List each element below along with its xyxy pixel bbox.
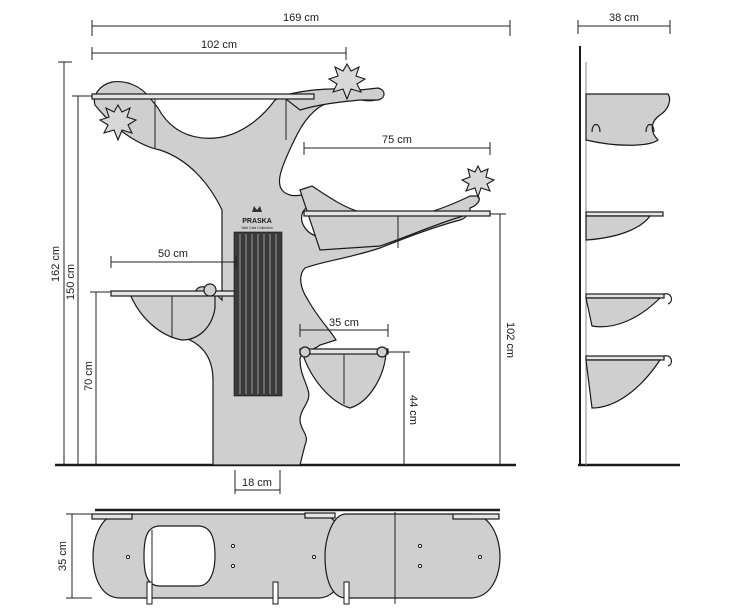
dim-label: 102 cm xyxy=(504,322,516,358)
plan-left-platform xyxy=(92,513,346,599)
dim-mid-right-shelf-width: 75 cm xyxy=(303,134,491,155)
dim-label: 44 cm xyxy=(407,395,419,425)
dim-left-shelf-width: 50 cm xyxy=(110,248,237,268)
brand-tagline: Wild Cats Collection xyxy=(241,226,272,230)
plan-screw-hole xyxy=(230,543,236,549)
plan-post xyxy=(343,581,350,605)
dim-label: 38 cm xyxy=(609,12,639,24)
side-handle xyxy=(645,123,655,133)
side-bottom-bracket xyxy=(585,359,662,409)
brand-logo: PRASKA Wild Cats Collection xyxy=(241,206,273,230)
dim-label: 162 cm xyxy=(50,246,62,282)
dim-height-44: 44 cm xyxy=(388,351,419,465)
dim-base-depth: 35 cm xyxy=(57,513,92,599)
dim-label: 75 cm xyxy=(382,134,412,146)
plan-screw-hole xyxy=(125,554,131,560)
plan-pad xyxy=(304,512,336,519)
plan-screw-hole xyxy=(230,563,236,569)
side-lower-bracket xyxy=(585,297,662,328)
top-shelf xyxy=(91,93,315,100)
plan-entry-hole xyxy=(143,525,216,587)
side-mid-bracket xyxy=(585,215,652,241)
mid-right-branch xyxy=(299,185,480,251)
dim-side-depth: 38 cm xyxy=(577,12,671,34)
side-view: 38 cm xyxy=(577,12,680,467)
plan-screw-hole xyxy=(311,554,317,560)
dim-total-width: 169 cm xyxy=(91,12,511,36)
plan-screw-hole xyxy=(417,543,423,549)
plan-post xyxy=(272,581,279,605)
small-shelf xyxy=(299,348,389,355)
dim-height-150: 150 cm xyxy=(65,95,92,465)
rope-strands xyxy=(239,234,277,394)
dim-height-70: 70 cm xyxy=(83,291,111,465)
dim-small-shelf-width: 35 cm xyxy=(299,317,389,337)
plan-post xyxy=(146,581,153,605)
dim-label: 169 cm xyxy=(283,12,319,24)
plan-pad xyxy=(91,513,133,520)
dim-label: 102 cm xyxy=(201,39,237,51)
dim-total-height: 162 cm xyxy=(50,61,72,465)
dim-top-shelf-width: 102 cm xyxy=(91,39,347,60)
leaf-icon xyxy=(327,62,367,101)
shelf-knob xyxy=(376,346,388,358)
leaf-icon xyxy=(98,103,138,142)
side-lip xyxy=(663,293,673,305)
side-top-shelf xyxy=(585,93,671,146)
plan-pad xyxy=(452,513,500,520)
dim-label: 18 cm xyxy=(242,477,272,489)
front-view: PRASKA Wild Cats Collection 169 cm 102 c… xyxy=(50,12,516,494)
dim-label: 150 cm xyxy=(65,264,77,300)
dim-label: 35 cm xyxy=(57,541,69,571)
side-handle xyxy=(591,123,601,133)
plan-screw-hole xyxy=(477,554,483,560)
plan-screw-hole xyxy=(417,563,423,569)
plan-right-platform xyxy=(324,513,501,599)
top-view: 35 cm xyxy=(57,508,501,605)
dim-label: 70 cm xyxy=(83,361,95,391)
left-shelf xyxy=(110,290,237,297)
side-lip xyxy=(663,355,673,367)
dim-label: 35 cm xyxy=(329,317,359,329)
dim-height-102: 102 cm xyxy=(490,213,516,465)
shelf-knob xyxy=(203,283,217,297)
dim-trunk-width: 18 cm xyxy=(234,470,281,494)
dim-label: 50 cm xyxy=(158,248,188,260)
shelf-knob xyxy=(299,346,311,358)
leaf-icon xyxy=(460,164,496,199)
brand-logo-text: PRASKA xyxy=(242,218,272,225)
mid-right-shelf xyxy=(303,210,491,217)
